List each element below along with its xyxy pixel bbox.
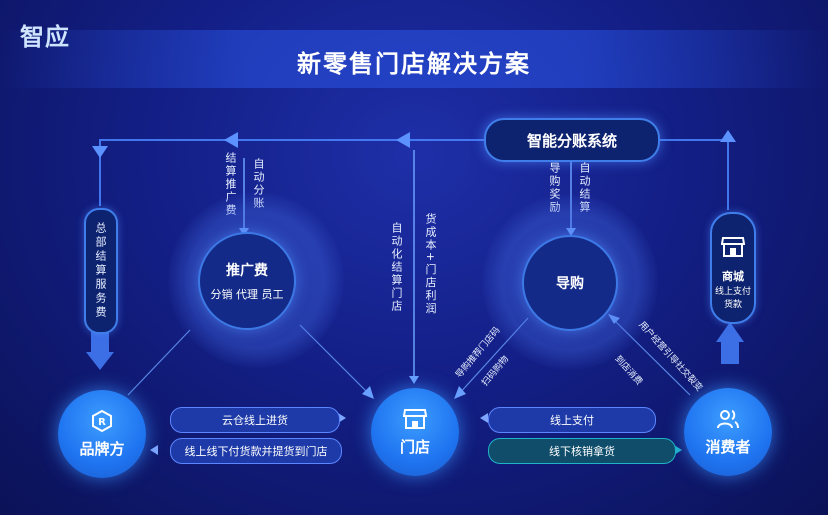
top-loop-line <box>99 139 484 206</box>
r-logo-icon: R <box>92 409 112 432</box>
mall-sub: 线上支付货款 <box>714 287 751 310</box>
users-icon <box>717 409 739 428</box>
hq-arrow-shaft <box>91 332 109 354</box>
label-settle-promo: 结算推广费 <box>224 152 237 217</box>
logo: 智应 <box>20 23 70 51</box>
top-right-line <box>656 139 729 210</box>
hq-arrow-head <box>86 352 114 370</box>
store-icon <box>403 408 427 429</box>
label-goods-cost: 货成本+门店利润 <box>424 213 437 316</box>
mall-arrow-head <box>716 322 744 342</box>
mall-arrow-shaft <box>721 340 739 364</box>
arrow-down-hq <box>92 146 108 158</box>
mall-pill: 商城 线上支付货款 <box>710 212 756 324</box>
pill-offline-verify: 线下核销拿货 <box>488 438 676 464</box>
brand-node: R 品牌方 <box>58 390 146 478</box>
shop-icon <box>721 237 745 257</box>
label-auto-settle: 自动结算 <box>578 162 591 214</box>
store-node: 门店 <box>371 388 459 476</box>
label-hq-fee: 总部结算服务费 <box>94 222 107 320</box>
mall-title: 商城 <box>722 270 744 283</box>
arrow-left-2 <box>224 132 238 148</box>
consumer-label: 消费者 <box>705 437 751 456</box>
brand-label: 品牌方 <box>79 439 125 458</box>
pill-cloud-purchase: 云仓线上进货 <box>170 407 340 433</box>
svg-text:R: R <box>98 417 106 428</box>
label-guide-reward: 导购奖励 <box>548 162 561 214</box>
arrow-up-mall <box>720 130 736 142</box>
title-band <box>0 30 828 88</box>
guide-title: 导购 <box>556 276 584 292</box>
promo-title: 推广费 <box>226 263 268 279</box>
smart-split-system-box: 智能分账系统 <box>484 118 660 162</box>
hq-fee-pill: 总部结算服务费 <box>84 208 118 334</box>
store-label: 门店 <box>399 437 430 456</box>
consumer-node: 消费者 <box>684 388 772 476</box>
pill-online-pay: 线上支付 <box>488 407 656 433</box>
promo-circle: 推广费 分销 代理 员工 <box>198 232 296 330</box>
promo-sub: 分销 代理 员工 <box>210 288 284 301</box>
pill-pay-and-pickup: 线上线下付货款并提货到门店 <box>170 438 342 464</box>
page-title: 新零售门店解决方案 <box>297 50 531 78</box>
label-auto-settle-store: 自动化结算门店 <box>390 222 403 313</box>
arrow-left-1 <box>396 132 410 148</box>
label-auto-split: 自动分账 <box>252 158 265 210</box>
guide-circle: 导购 <box>522 235 618 331</box>
